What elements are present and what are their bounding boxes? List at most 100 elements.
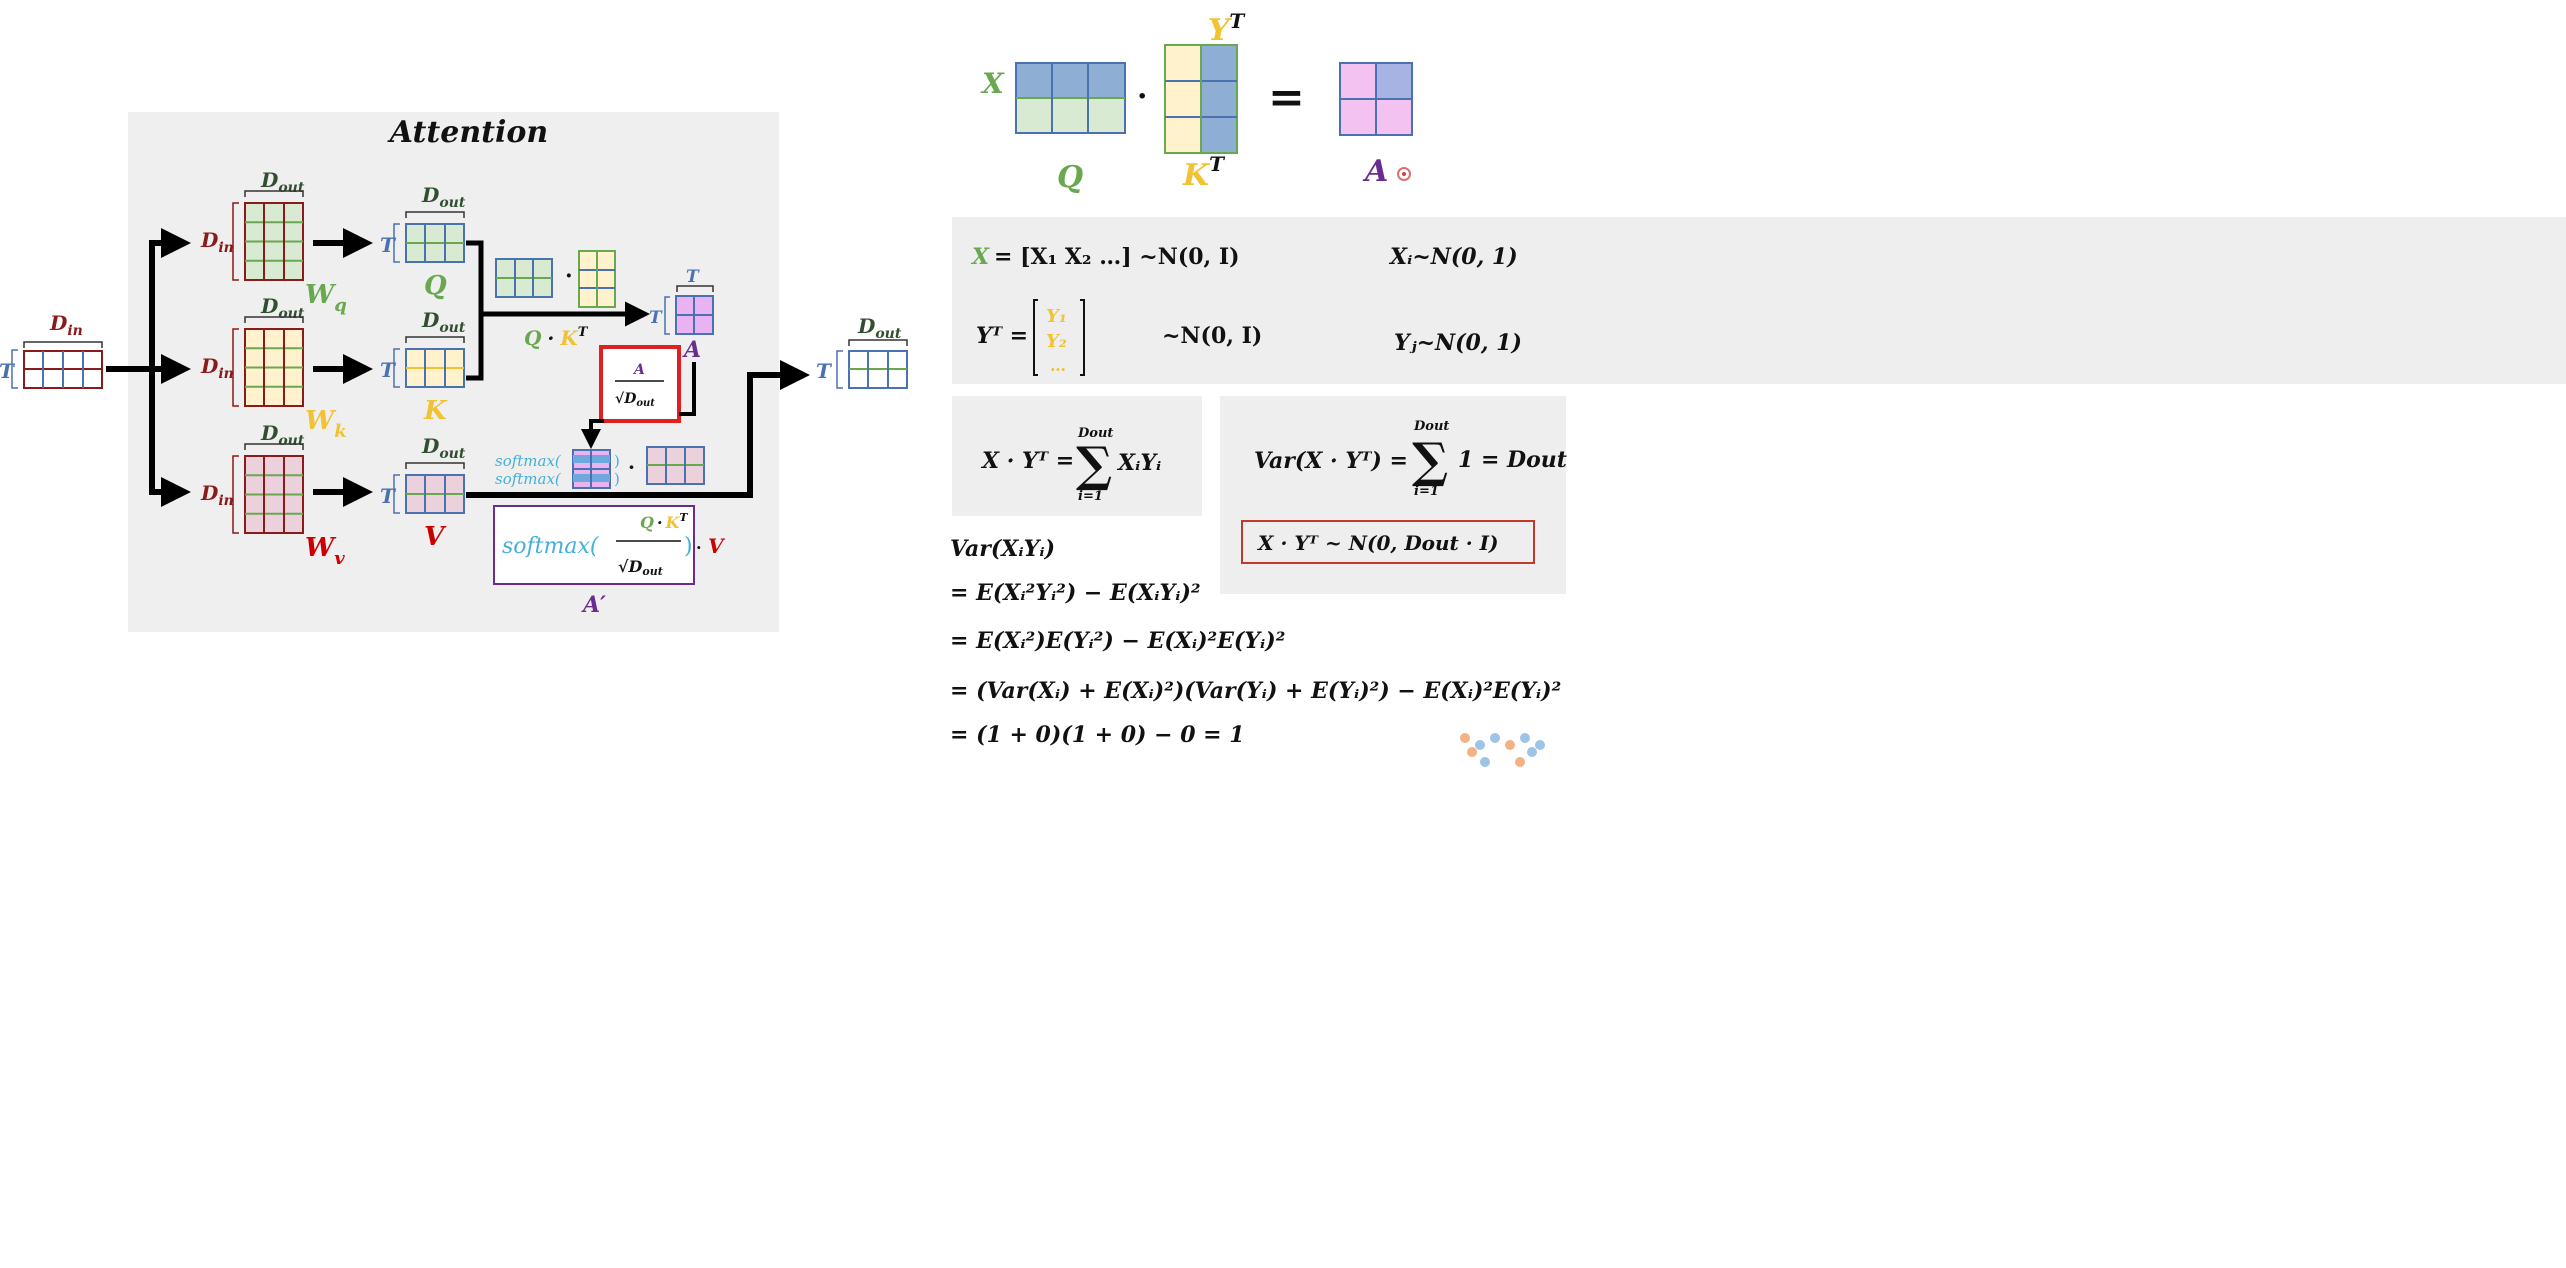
svg-text:= [X₁ X₂ …] ~N(0, I): = [X₁ X₂ …] ~N(0, I): [994, 244, 1240, 270]
svg-text:K: K: [423, 396, 448, 426]
svg-text:Var(X · Yᵀ) =: Var(X · Yᵀ) =: [1254, 448, 1408, 474]
derivation-line-4: = (Var(Xᵢ) + E(Xᵢ)²)(Var(Yᵢ) + E(Yᵢ)²) −…: [950, 678, 1561, 704]
svg-text:~N(0, I): ~N(0, I): [1162, 323, 1262, 349]
input-brace: [23, 341, 103, 348]
svg-text:T: T: [380, 484, 397, 508]
v-output-arrow: [466, 360, 810, 498]
svg-text:T: T: [380, 358, 397, 382]
variance-text: Var(X · Yᵀ) = Dout ∑ i=1 1 = Dout X · Yᵀ…: [1241, 419, 1567, 564]
svg-text:A: A: [1362, 154, 1388, 189]
svg-text:·: ·: [565, 263, 573, 289]
qkt-illustration: · Q·KT: [495, 250, 616, 350]
svg-text:V: V: [708, 534, 726, 558]
svg-text:): ): [614, 452, 620, 470]
derivation-line-3: = E(Xᵢ²)E(Yᵢ²) − E(Xᵢ)²E(Yᵢ)²: [950, 628, 1285, 654]
svg-text:·: ·: [628, 455, 635, 479]
svg-text:XᵢYᵢ: XᵢYᵢ: [1116, 450, 1161, 476]
input-matrix: [23, 350, 103, 389]
qk-merge-arrows: [466, 240, 650, 381]
input-dout-label: Din: [49, 311, 83, 339]
svg-text:): ): [684, 534, 693, 559]
svg-text:Wk: Wk: [305, 406, 347, 442]
distribution-panel: [952, 217, 2566, 384]
sum-panel: [952, 396, 1202, 516]
a-matrix-group: T T A: [649, 267, 714, 363]
svg-text:1 = Dout: 1 = Dout: [1458, 447, 1567, 473]
svg-text:Din: Din: [200, 228, 234, 256]
svg-text:X · Yᵀ ~ N(0, Dout · I): X · Yᵀ ~ N(0, Dout · I): [1256, 531, 1499, 555]
svg-text:Wq: Wq: [305, 280, 347, 316]
svg-text:Xᵢ~N(0, 1): Xᵢ~N(0, 1): [1388, 244, 1518, 270]
svg-text:Dout: Dout: [421, 434, 466, 462]
svg-text:Q: Q: [424, 271, 447, 301]
svg-text:Dout: Dout: [260, 421, 305, 449]
svg-text:Dout: Dout: [1413, 419, 1449, 434]
top-equation: X Q · YT KT = A: [980, 9, 1413, 195]
svg-text:Yᵀ =: Yᵀ =: [976, 323, 1028, 349]
scale-arrows: [581, 362, 696, 449]
diagram-title: Attention: [387, 115, 548, 150]
sum-text: X · Yᵀ = Dout ∑ i=1 XᵢYᵢ: [980, 426, 1161, 504]
svg-text:softmax(: softmax(: [502, 534, 599, 559]
distribution-text: X = [X₁ X₂ …] ~N(0, I) Xᵢ~N(0, 1) Yᵀ = Y…: [970, 244, 1522, 376]
svg-text:softmax(: softmax(: [495, 470, 562, 488]
svg-text:Dout: Dout: [1077, 426, 1113, 441]
svg-text:i=1: i=1: [1414, 484, 1439, 499]
svg-text:A′: A′: [581, 592, 606, 618]
svg-text:): ): [614, 470, 620, 488]
svg-text:Din: Din: [200, 481, 234, 509]
branch-arrows: [106, 228, 191, 507]
svg-text:Dout: Dout: [857, 314, 902, 342]
svg-text:=: =: [1268, 72, 1305, 123]
svg-text:Wv: Wv: [305, 533, 345, 569]
svg-text:Din: Din: [200, 354, 234, 382]
weight-arrows: [313, 228, 373, 507]
softmax-row: softmax( softmax( ) ) ·: [495, 446, 705, 489]
svg-text:YT: YT: [1208, 9, 1246, 48]
svg-text:Q: Q: [1057, 160, 1083, 195]
cursor-indicator: [1397, 167, 1411, 181]
variance-derivation: Var(XᵢYᵢ) = E(Xᵢ²Yᵢ²) − E(XᵢYᵢ)² = E(Xᵢ²…: [950, 536, 1561, 748]
input-bracket: [11, 349, 18, 389]
watermark-dots: [1460, 733, 1545, 767]
svg-text:∑: ∑: [1412, 433, 1448, 489]
svg-text:Q·KT: Q·KT: [640, 511, 688, 532]
svg-text:Y₁: Y₁: [1046, 306, 1067, 327]
scale-box: A √Dout: [599, 345, 681, 423]
svg-text:X: X: [970, 244, 990, 270]
variance-panel: [1220, 396, 1566, 594]
a-prime-formula: softmax( Q·KT √Dout ) · V A′: [493, 505, 726, 618]
svg-text:V: V: [424, 522, 447, 552]
svg-text:X: X: [980, 67, 1005, 100]
svg-text:·: ·: [1137, 79, 1147, 114]
derivation-line-5: = (1 + 0)(1 + 0) − 0 = 1: [950, 722, 1245, 748]
svg-text:T: T: [686, 267, 700, 287]
svg-text:X · Yᵀ =: X · Yᵀ =: [980, 448, 1074, 474]
svg-text:∑: ∑: [1076, 437, 1112, 493]
svg-text:Dout: Dout: [421, 308, 466, 336]
derivation-line-1: Var(XᵢYᵢ): [950, 536, 1055, 562]
svg-text:T: T: [649, 308, 663, 328]
svg-text:KT: KT: [1182, 152, 1226, 193]
svg-text:…: …: [1050, 356, 1066, 375]
svg-text:A: A: [632, 362, 645, 378]
svg-text:i=1: i=1: [1078, 489, 1103, 504]
svg-text:Dout: Dout: [260, 168, 305, 196]
svg-text:T: T: [816, 359, 833, 383]
svg-text:A: A: [682, 337, 701, 363]
math-svg: X Q · YT KT = A X = [X₁ X₂ …] ~N(0, I) X…: [950, 9, 2566, 767]
svg-text:Y₂: Y₂: [1046, 331, 1067, 352]
derivation-line-2: = E(Xᵢ²Yᵢ²) − E(XᵢYᵢ)²: [950, 580, 1201, 606]
svg-text:Dout: Dout: [421, 183, 466, 211]
input-t-label: T: [0, 359, 16, 383]
svg-text:Yⱼ~N(0, 1): Yⱼ~N(0, 1): [1394, 330, 1522, 356]
svg-text:·: ·: [696, 538, 702, 557]
svg-text:T: T: [380, 233, 397, 257]
